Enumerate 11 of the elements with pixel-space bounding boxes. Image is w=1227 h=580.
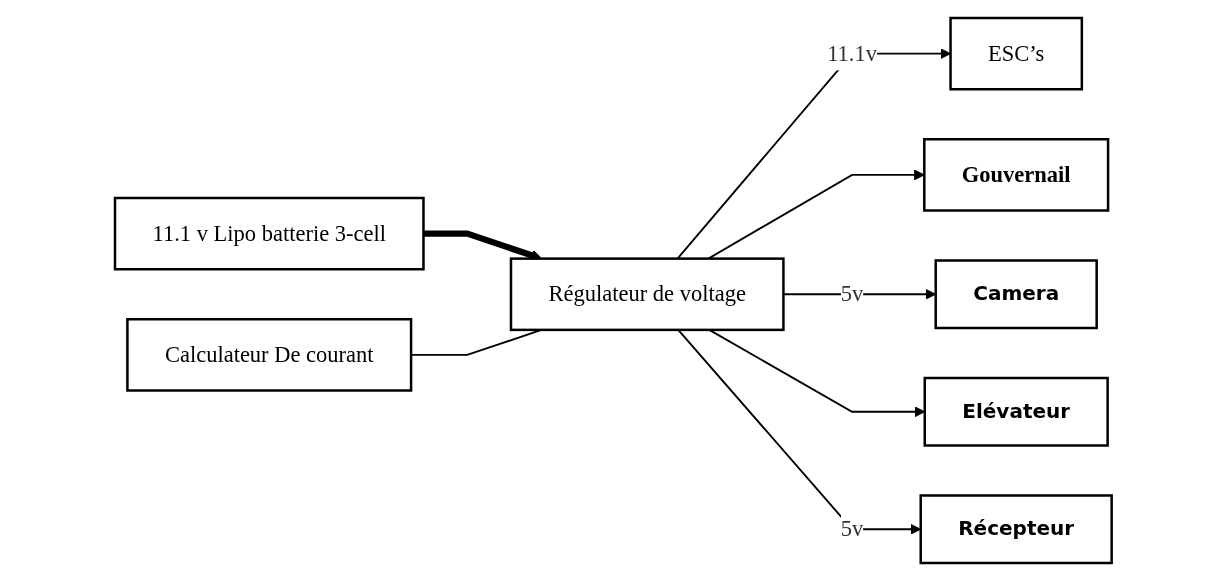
node-box: Régulateur de voltage [509,256,785,331]
node-box: 11.1 v Lipo batterie 3-cell [113,196,425,270]
edge-label: 5v [840,280,864,306]
node-box: Camera [934,258,1099,329]
edge-label: 11.1v [827,40,878,65]
node-box: ESC’s [949,16,1084,90]
node-box: Récepteur [919,493,1114,564]
edge-label: 5v [840,515,864,541]
node-box: Elévateur [923,376,1110,447]
node-box: Calculateur De courant [126,317,413,392]
node-box: Gouvernail [923,137,1110,212]
